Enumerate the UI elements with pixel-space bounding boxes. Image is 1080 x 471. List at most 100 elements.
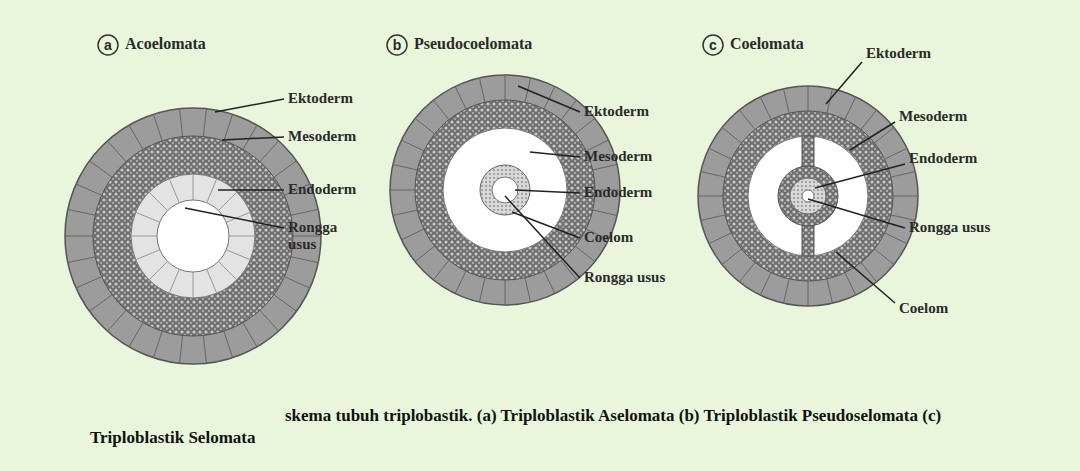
cell-wall — [593, 164, 617, 170]
cell-wall — [207, 269, 217, 293]
cell-wall — [739, 110, 755, 130]
cell-wall — [260, 141, 279, 162]
circled-letter: b — [386, 34, 408, 56]
cell-wall — [226, 250, 250, 260]
cell-wall — [153, 114, 162, 141]
cell-wall — [433, 260, 449, 280]
cell-wall — [739, 262, 755, 282]
cell-wall — [479, 278, 485, 302]
cell-wall — [65, 236, 93, 237]
cell-wall — [68, 257, 95, 263]
cell-wall — [845, 273, 856, 296]
cell-wall — [393, 164, 417, 170]
cell-wall — [709, 233, 732, 244]
cell-wall — [149, 261, 167, 279]
panel-letter: a — [97, 34, 119, 56]
cell-wall — [698, 196, 723, 197]
cell-wall — [575, 246, 595, 262]
cell-wall — [136, 212, 160, 222]
circled-letter: c — [702, 34, 724, 56]
cell-wall — [390, 190, 415, 191]
cell-wall — [68, 209, 95, 215]
cell-wall — [861, 110, 877, 130]
cell-wall — [760, 273, 771, 296]
part-label: Endoderm — [584, 184, 652, 201]
cell-wall — [89, 295, 112, 311]
cell-wall — [808, 281, 809, 306]
panel-title: Pseudocoelomata — [414, 35, 532, 53]
part-label: Rongga usus — [288, 219, 348, 253]
cell-wall — [891, 172, 915, 178]
cell-wall — [193, 272, 194, 298]
cell-wall — [701, 172, 725, 178]
cell-wall — [136, 250, 160, 260]
figure-caption: skema tubuh triplobastik. (a) Triploblas… — [90, 405, 990, 449]
cell-wall — [224, 114, 233, 141]
cell-wall — [593, 210, 617, 216]
panel-letter: c — [702, 34, 724, 56]
cell-wall — [885, 233, 908, 244]
cell-wall — [291, 257, 318, 263]
cell-wall — [243, 125, 257, 149]
cell-wall — [415, 246, 435, 262]
cell-wall — [479, 78, 485, 102]
part-label: Ektoderm — [866, 45, 931, 62]
cell-wall — [149, 192, 167, 210]
part-label: Mesoderm — [899, 108, 967, 125]
cell-wall — [284, 277, 310, 288]
cell-wall — [575, 118, 595, 134]
cell-wall — [722, 249, 742, 265]
part-label: Mesoderm — [288, 128, 356, 145]
cell-wall — [224, 331, 233, 358]
part-label: Ektoderm — [288, 90, 353, 107]
cell-wall — [180, 109, 183, 137]
part-label: Ektoderm — [584, 103, 649, 120]
part-label: Coelom — [584, 229, 633, 246]
cell-wall — [885, 148, 908, 159]
leader-lines — [185, 62, 905, 303]
cell-wall — [153, 331, 162, 358]
cell-wall — [784, 89, 790, 113]
cell-wall — [701, 215, 725, 221]
cell-wall — [401, 229, 424, 240]
part-label: Rongga usus — [584, 269, 665, 286]
cell-wall — [129, 323, 143, 347]
cell-wall — [243, 323, 257, 347]
cell-wall — [525, 278, 531, 302]
cell-wall — [561, 260, 577, 280]
cell-wall — [455, 86, 466, 109]
panel-title: Coelomata — [730, 35, 804, 53]
cell-wall — [193, 174, 194, 200]
part-label: Coelom — [899, 300, 948, 317]
circled-letter: a — [97, 34, 119, 56]
acoelomate-section — [65, 108, 321, 364]
cell-wall — [760, 97, 771, 120]
cell-wall — [709, 148, 732, 159]
cell-wall — [107, 141, 126, 162]
cell-wall — [433, 100, 449, 120]
part-label: Endoderm — [288, 181, 356, 198]
cell-wall — [415, 118, 435, 134]
cell-wall — [401, 140, 424, 151]
cell-wall — [218, 192, 236, 210]
coelomate-section — [698, 86, 918, 306]
cell-wall — [180, 335, 183, 363]
cell-wall — [76, 184, 102, 195]
cell-wall — [827, 279, 833, 303]
cell-wall — [129, 125, 143, 149]
cell-wall — [455, 271, 466, 294]
cell-wall — [893, 196, 918, 197]
cell-wall — [784, 279, 790, 303]
cell-wall — [722, 127, 742, 143]
cell-wall — [544, 271, 555, 294]
panel-title: Acoelomata — [125, 35, 206, 53]
part-label: Endoderm — [909, 150, 977, 167]
cell-wall — [203, 335, 206, 363]
cell-wall — [874, 249, 894, 265]
cell-wall — [291, 209, 318, 215]
part-label: Rongga usus — [909, 219, 990, 236]
cell-wall — [874, 127, 894, 143]
cell-wall — [274, 295, 297, 311]
cell-wall — [107, 310, 126, 331]
